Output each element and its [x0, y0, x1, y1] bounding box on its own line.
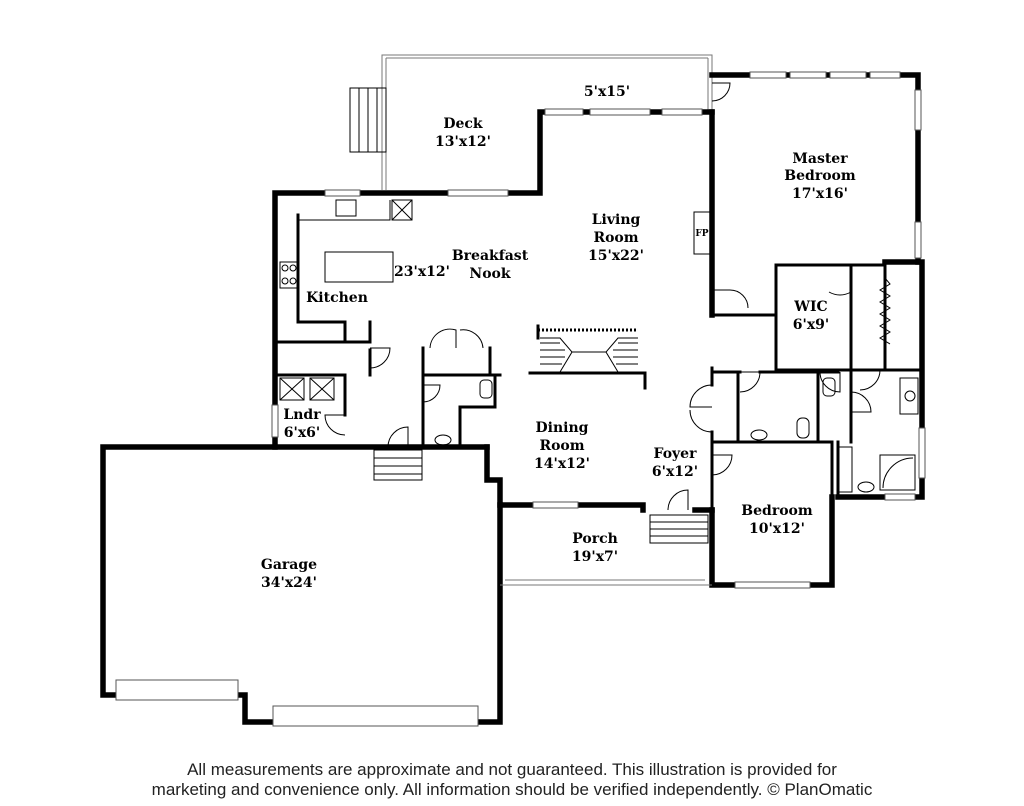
fixtures: [279, 199, 919, 544]
foyer-label: Foyer: [654, 446, 698, 462]
master-bedroom-label: Master: [792, 151, 848, 167]
dishwasher-icon: [391, 199, 413, 221]
porch-size: 19'x7': [572, 549, 618, 565]
porch-label: Porch: [572, 531, 618, 547]
deck-area: [349, 54, 713, 190]
kitchen-sink-icon: [335, 199, 357, 217]
dining-room-size: 14'x12': [534, 456, 590, 472]
disclaimer-line-1: All measurements are approximate and not…: [187, 760, 837, 779]
living-room-label-2: Room: [593, 230, 638, 246]
dining-room-label-2: Room: [539, 438, 584, 454]
sink-icon: [434, 434, 452, 446]
dining-room-label: Dining: [536, 420, 589, 436]
windows: [115, 71, 926, 727]
porch-steps: [649, 514, 709, 544]
master-toilet-icon: [822, 377, 836, 397]
deck-size: 13'x12': [435, 134, 491, 150]
main-stairs: [536, 324, 638, 373]
master-bedroom-label-2: Bedroom: [784, 168, 856, 184]
breakfast-nook-label-2: Nook: [469, 266, 510, 282]
fireplace: [693, 211, 711, 255]
living-room-label: Living: [592, 212, 641, 228]
disclaimer-line-2: marketing and convenience only. All info…: [151, 780, 873, 799]
doors: [324, 82, 881, 511]
dryer-icon: [309, 377, 335, 401]
master-sink-icon: [857, 481, 875, 493]
bath-toilet-icon: [796, 417, 810, 439]
garage-label: Garage: [261, 557, 317, 573]
wic-size: 6'x9': [793, 317, 829, 333]
kitchen-size: 23'x12': [394, 264, 450, 280]
deck-extension-size: 5'x15': [584, 84, 630, 100]
disclaimer: All measurements are approximate and not…: [0, 760, 1024, 800]
living-room-size: 15'x22': [588, 248, 644, 264]
stove-icon: [279, 261, 299, 289]
foyer-size: 6'x12': [652, 464, 698, 480]
shower-icon: [879, 454, 916, 491]
garage-size: 34'x24': [261, 575, 317, 591]
fireplace-label: FP: [695, 229, 708, 239]
master-bedroom-size: 17'x16': [792, 186, 848, 202]
deck-label: Deck: [443, 116, 483, 132]
toilet-icon: [479, 379, 493, 399]
kitchen-label: Kitchen: [306, 290, 368, 306]
kitchen-island: [324, 251, 394, 283]
bedroom-size: 10'x12': [749, 521, 805, 537]
washer-icon: [279, 377, 305, 401]
laundry-size: 6'x6': [284, 425, 320, 441]
garage-steps: [373, 449, 423, 481]
bath-sink-icon: [750, 429, 768, 441]
wic-label: WIC: [793, 299, 827, 315]
breakfast-nook-label: Breakfast: [452, 248, 529, 264]
master-vanity: [899, 377, 919, 415]
room-labels: Deck 13'x12' 5'x15' Master Bedroom 17'x1…: [261, 84, 856, 591]
deck-stairs: [349, 87, 387, 153]
linen-closet: [837, 446, 853, 493]
laundry-label: Lndr: [283, 407, 321, 423]
bedroom-label: Bedroom: [741, 503, 813, 519]
